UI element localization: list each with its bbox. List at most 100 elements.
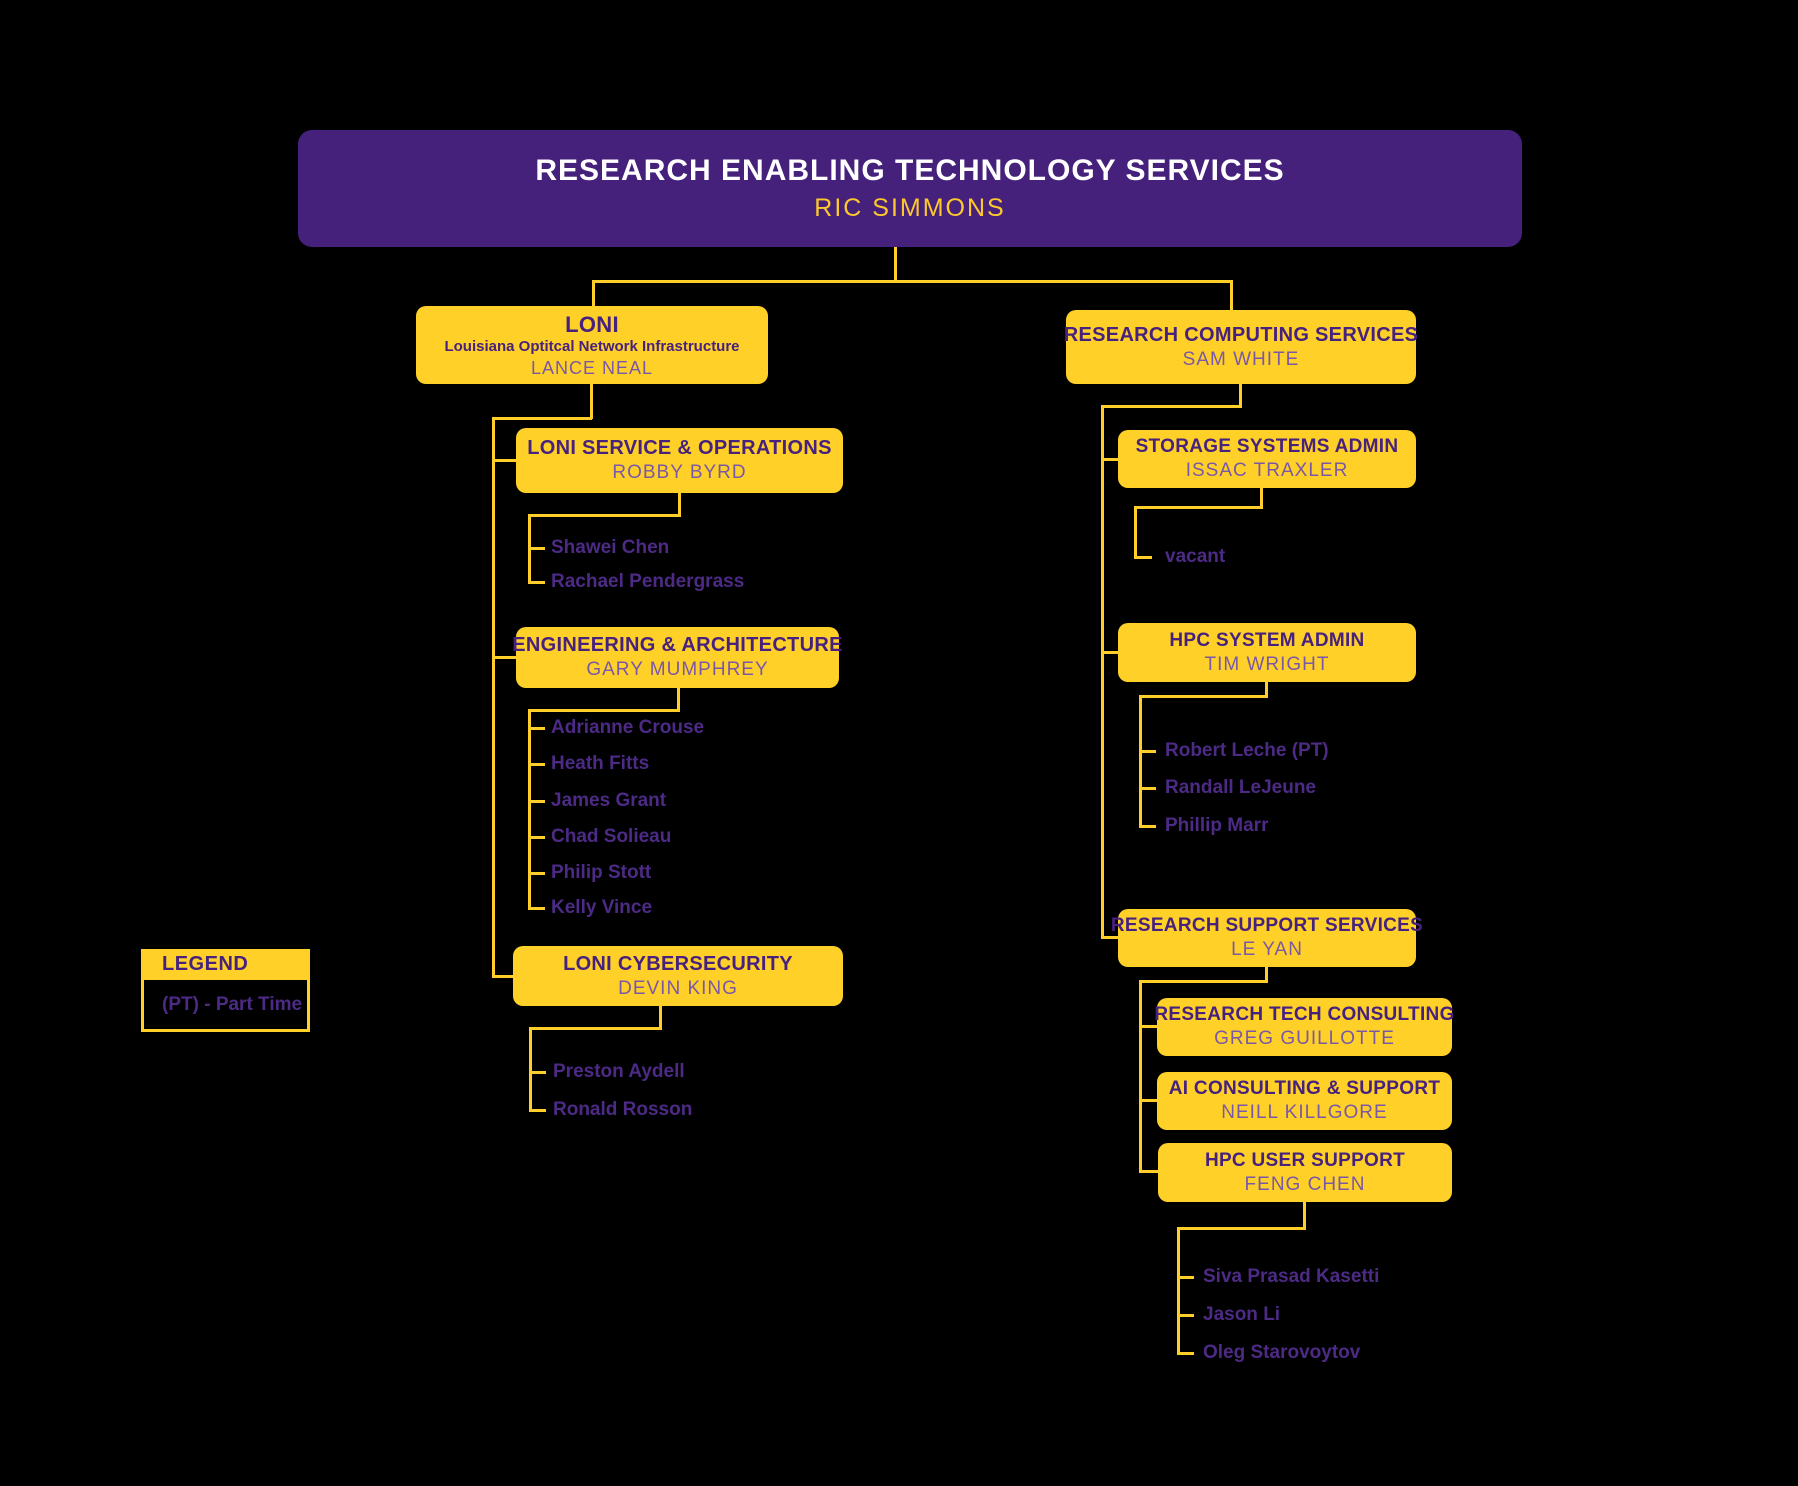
connector-line: [659, 1006, 662, 1030]
org-node-engineering-architecture: ENGINEERING & ARCHITECTURE GARY MUMPHREY: [512, 627, 842, 688]
connector-line: [1239, 384, 1242, 408]
connector-line: [1230, 280, 1233, 311]
connector-line: [1177, 1314, 1194, 1317]
org-node-title: RESEARCH SUPPORT SERVICES: [1110, 915, 1424, 937]
connector-line: [1139, 1025, 1157, 1028]
org-node-hpc-user-support: HPC USER SUPPORT FENG CHEN: [1158, 1143, 1452, 1202]
connector-line: [528, 547, 545, 550]
org-node-title: LONI: [565, 311, 619, 337]
connector-line: [528, 872, 545, 875]
connector-line: [1101, 458, 1120, 461]
member-name: Phillip Marr: [1165, 815, 1269, 836]
connector-line: [492, 975, 515, 978]
org-node-title: AI CONSULTING & SUPPORT: [1168, 1078, 1441, 1100]
org-node-root: RESEARCH ENABLING TECHNOLOGY SERVICES RI…: [298, 130, 1522, 247]
member-name: Rachael Pendergrass: [551, 571, 745, 592]
org-node-person: ISSAC TRAXLER: [1185, 460, 1349, 481]
member-name: James Grant: [551, 790, 667, 811]
org-node-research-support-services: RESEARCH SUPPORT SERVICES LE YAN: [1111, 909, 1423, 967]
org-node-research-computing-services: RESEARCH COMPUTING SERVICES SAM WHITE: [1063, 310, 1419, 384]
connector-line: [592, 280, 1233, 283]
org-node-title: STORAGE SYSTEMS ADMIN: [1135, 436, 1399, 458]
member-name: Philip Stott: [551, 862, 652, 883]
connector-line: [590, 384, 593, 419]
connector-line: [1139, 980, 1142, 1173]
org-node-title: HPC SYSTEM ADMIN: [1169, 629, 1365, 651]
connector-line: [528, 514, 681, 517]
member-name: Oleg Starovoytov: [1203, 1342, 1361, 1363]
org-node-title: RESEARCH ENABLING TECHNOLOGY SERVICES: [535, 154, 1285, 187]
member-name: Adrianne Crouse: [551, 717, 705, 738]
org-node-loni-cybersecurity: LONI CYBERSECURITY DEVIN KING: [513, 946, 843, 1006]
org-node-subtitle: Louisiana Optitcal Network Infrastructur…: [444, 338, 740, 356]
connector-line: [1139, 695, 1142, 828]
connector-line: [1139, 980, 1268, 983]
connector-line: [1177, 1227, 1306, 1230]
connector-line: [1134, 556, 1152, 559]
org-node-loni: LONI Louisiana Optitcal Network Infrastr…: [416, 306, 768, 384]
org-node-title: HPC USER SUPPORT: [1204, 1149, 1406, 1171]
connector-line: [528, 836, 545, 839]
org-node-title: RESEARCH COMPUTING SERVICES: [1063, 323, 1419, 346]
connector-line: [492, 417, 592, 420]
connector-line: [492, 417, 495, 978]
connector-line: [1101, 651, 1120, 654]
connector-line: [1265, 682, 1268, 698]
connector-line: [592, 280, 595, 307]
connector-line: [528, 727, 545, 730]
org-node-person: TIM WRIGHT: [1204, 653, 1330, 675]
connector-line: [528, 709, 531, 909]
org-node-title: ENGINEERING & ARCHITECTURE: [512, 634, 843, 657]
member-name: Shawei Chen: [551, 537, 670, 558]
connector-line: [678, 493, 681, 517]
connector-line: [1260, 488, 1263, 509]
connector-line: [1265, 967, 1268, 983]
legend-note: (PT) - Part Time: [141, 980, 310, 1032]
connector-line: [677, 688, 680, 712]
connector-line: [529, 1071, 546, 1074]
org-node-person: RIC SIMMONS: [814, 194, 1006, 222]
connector-line: [528, 581, 545, 584]
member-name: Ronald Rosson: [553, 1099, 693, 1120]
member-name: Kelly Vince: [551, 897, 653, 918]
connector-line: [1134, 506, 1263, 509]
connector-line: [1139, 695, 1268, 698]
connector-line: [1101, 936, 1120, 939]
connector-line: [529, 1109, 546, 1112]
member-name: Siva Prasad Kasetti: [1203, 1266, 1380, 1287]
connector-line: [1139, 750, 1156, 753]
org-node-ai-consulting-support: AI CONSULTING & SUPPORT NEILL KILLGORE: [1157, 1072, 1452, 1130]
member-name: Robert Leche (PT): [1165, 740, 1329, 761]
connector-line: [528, 800, 545, 803]
member-name: vacant: [1165, 546, 1226, 567]
org-node-research-tech-consulting: RESEARCH TECH CONSULTING GREG GUILLOTTE: [1154, 998, 1455, 1056]
connector-line: [1139, 1170, 1158, 1173]
connector-line: [529, 1027, 662, 1030]
org-node-person: NEILL KILLGORE: [1221, 1102, 1388, 1123]
connector-line: [528, 709, 680, 712]
connector-line: [528, 907, 545, 910]
org-node-loni-service-operations: LONI SERVICE & OPERATIONS ROBBY BYRD: [516, 428, 843, 493]
org-node-person: SAM WHITE: [1182, 348, 1300, 370]
connector-line: [1139, 1099, 1157, 1102]
member-name: Chad Solieau: [551, 826, 672, 847]
connector-line: [1139, 825, 1156, 828]
connector-line: [492, 459, 518, 462]
connector-line: [529, 1027, 532, 1112]
connector-line: [1101, 405, 1104, 939]
org-node-person: DEVIN KING: [618, 977, 738, 999]
org-node-person: LE YAN: [1231, 939, 1303, 960]
connector-line: [894, 247, 897, 282]
org-node-title: LONI CYBERSECURITY: [563, 952, 793, 975]
org-node-title: RESEARCH TECH CONSULTING: [1154, 1004, 1455, 1026]
org-node-storage-systems-admin: STORAGE SYSTEMS ADMIN ISSAC TRAXLER: [1118, 430, 1416, 488]
member-name: Jason Li: [1203, 1304, 1281, 1325]
connector-line: [1177, 1276, 1194, 1279]
org-node-person: LANCE NEAL: [530, 357, 654, 378]
connector-line: [492, 656, 518, 659]
connector-line: [1303, 1202, 1306, 1230]
org-node-title: LONI SERVICE & OPERATIONS: [527, 437, 832, 460]
org-node-person: GARY MUMPHREY: [586, 659, 769, 681]
member-name: Heath Fitts: [551, 753, 650, 774]
